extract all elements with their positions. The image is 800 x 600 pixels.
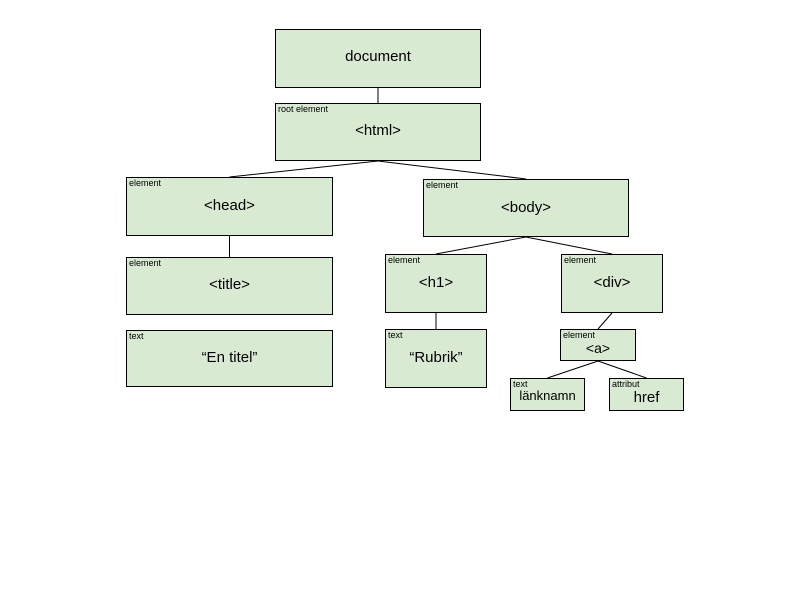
node-body: element <body> [423,179,629,237]
node-label: document [345,48,411,65]
node-tag: element [129,178,162,188]
node-label: <div> [593,274,631,291]
node-tag: text [388,330,403,340]
edge-a-a-href [597,360,647,379]
node-document: document [275,29,481,88]
node-h1-text: text “Rubrik” [385,329,487,388]
node-tag: attribut [612,379,640,389]
node-label: href [633,389,660,406]
node-label: <h1> [418,274,454,291]
edge-a-a-text [547,360,599,379]
node-label: <head> [204,197,255,214]
node-label: <html> [355,122,401,139]
node-label: länknamn [519,388,576,403]
node-div: element <div> [561,254,663,313]
node-tag: element [426,180,459,190]
edge-html-body [377,160,527,180]
node-tag: root element [278,104,329,114]
node-tag: element [129,258,162,268]
node-a-href: attribut href [609,378,684,411]
node-label: <a> [585,340,611,356]
node-title-text: text “En titel” [126,330,333,387]
node-label: <title> [209,276,250,293]
node-tag: element [564,255,597,265]
node-label: <body> [500,199,552,216]
node-tag: text [513,379,528,389]
node-a: element <a> [560,329,636,361]
node-label: “En titel” [201,349,258,366]
node-tag: element [563,330,596,340]
edge-html-head [229,160,379,178]
node-a-text: text länknamn [510,378,585,411]
edge-div-a [597,312,613,330]
edge-body-h1 [435,236,527,255]
node-html: root element <html> [275,103,481,161]
node-tag: text [129,331,144,341]
node-tag: element [388,255,421,265]
node-title: element <title> [126,257,333,315]
node-h1: element <h1> [385,254,487,313]
node-head: element <head> [126,177,333,236]
edge-body-div [525,236,613,255]
node-label: “Rubrik” [409,349,463,366]
